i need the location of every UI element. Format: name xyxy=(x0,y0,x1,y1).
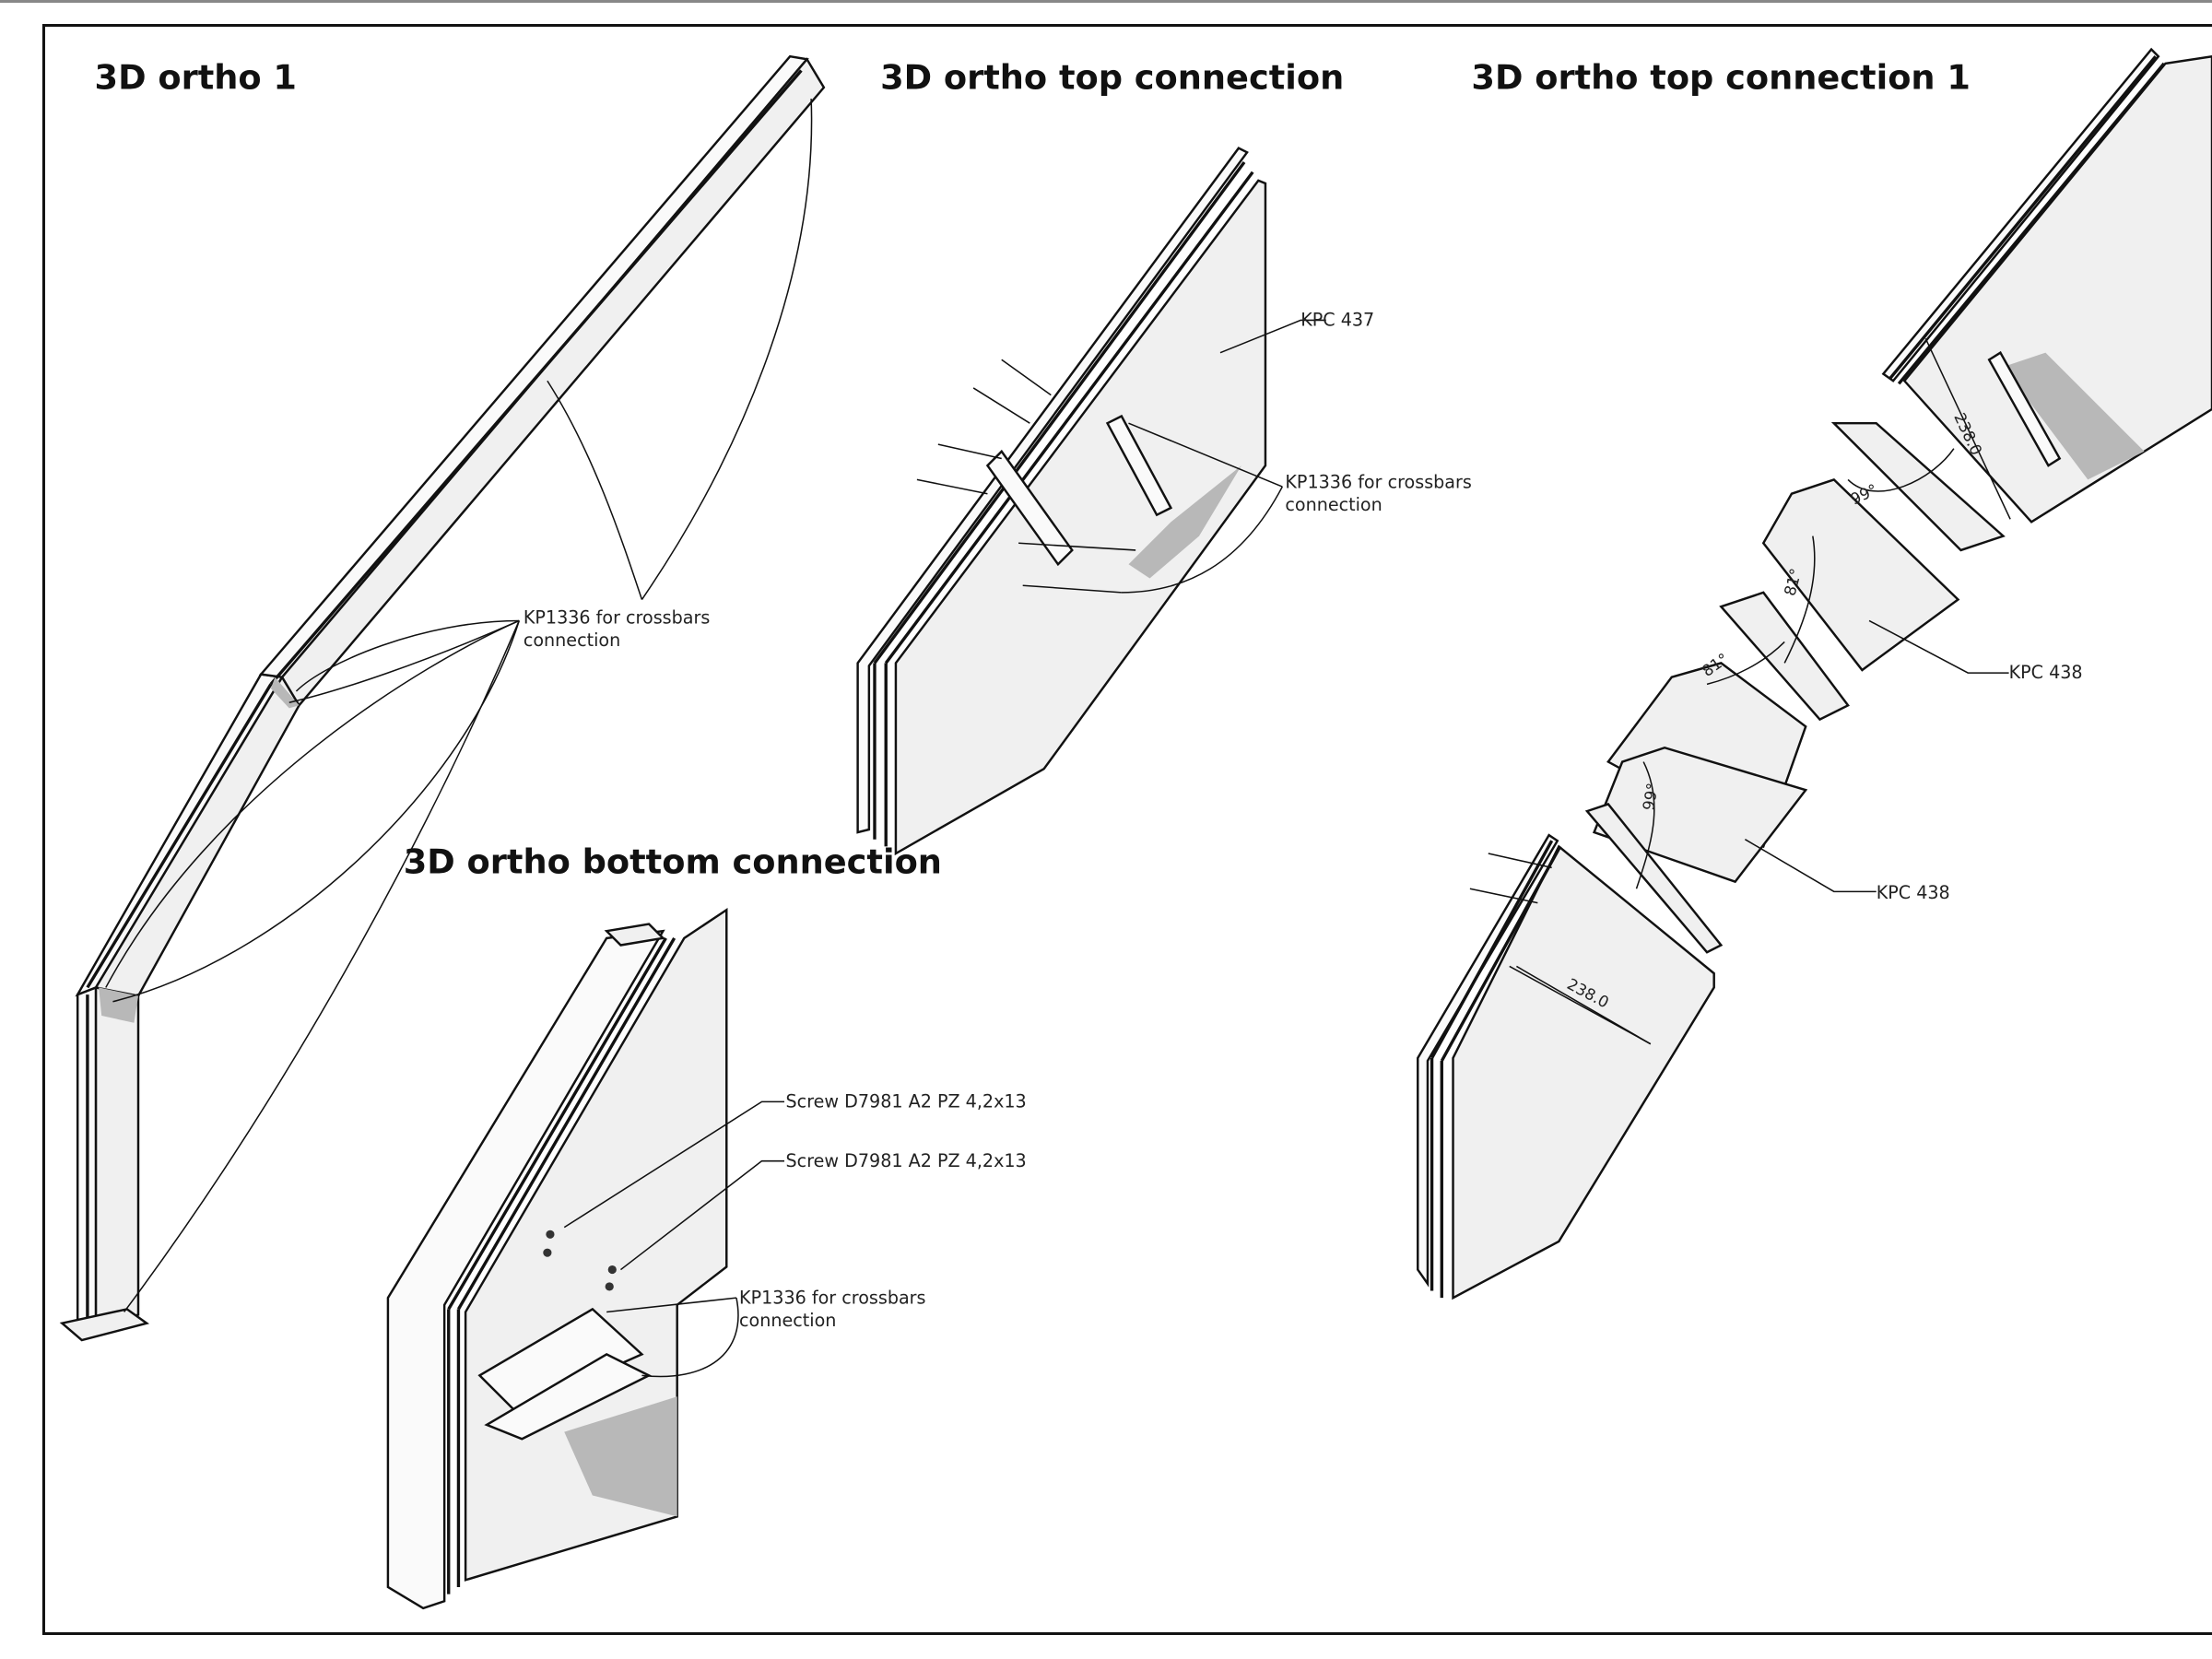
view-title: 3D ortho top connection 1 xyxy=(1471,57,1970,97)
screw-label-b: Screw D7981 A2 PZ 4,2x13 xyxy=(786,1150,1027,1171)
view-title: 3D ortho bottom connection xyxy=(404,841,942,881)
kp1336-label-line2: connection xyxy=(1285,494,1382,515)
drawing-frame xyxy=(41,24,2212,1635)
leader-lines xyxy=(105,99,813,1312)
kp1336-label-line2: connection xyxy=(739,1310,836,1331)
kpc-438-label-b: KPC 438 xyxy=(1877,882,1950,903)
view-3d-ortho-top-connection-1: 3D ortho top connection 1 xyxy=(1417,47,2212,1300)
view-3d-ortho-top-connection: 3D ortho top connection KPC 437 KP1336 f… xyxy=(856,57,1472,856)
view-3d-ortho-bottom-connection: 3D ortho bottom connection Screw D7981 A… xyxy=(386,841,1027,1610)
kpc-437-label: KPC 437 xyxy=(1300,310,1374,331)
kp1336-label-line1: KP1336 for crossbars xyxy=(739,1287,926,1308)
view-title: 3D ortho 1 xyxy=(95,57,297,97)
view-title: 3D ortho top connection xyxy=(880,57,1344,97)
beam-drawing xyxy=(59,54,826,1342)
kp1336-label-line2: connection xyxy=(524,629,620,651)
view-3d-ortho-1: 3D ortho 1 KP1336 for crossbars connect xyxy=(59,54,826,1342)
exploded-drawing xyxy=(1417,47,2212,1300)
top-connection-drawing xyxy=(856,147,1267,856)
kp1336-label-line1: KP1336 for crossbars xyxy=(524,607,711,629)
bottom-connection-drawing xyxy=(386,907,728,1610)
screw-label-a: Screw D7981 A2 PZ 4,2x13 xyxy=(786,1091,1027,1112)
kpc-438-label-a: KPC 438 xyxy=(2009,662,2083,683)
kp1336-label-line1: KP1336 for crossbars xyxy=(1285,472,1472,493)
angle-99-upper: 99° xyxy=(1847,480,1879,509)
